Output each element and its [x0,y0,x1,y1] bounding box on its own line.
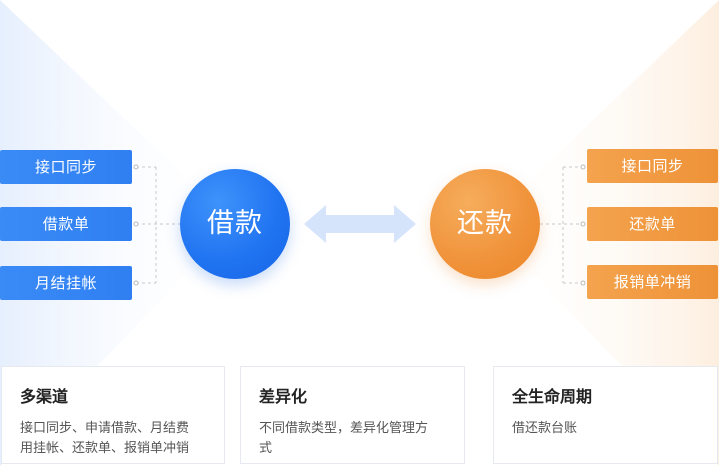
left-tag-interface-sync: 接口同步 [0,150,132,184]
right-tag-repayment-form: 还款单 [587,207,718,241]
left-connectors [136,166,180,284]
left-connector-dots [133,164,139,286]
card-title: 全生命周期 [512,387,593,406]
card-description: 借还款台账 [512,419,699,439]
card-full-lifecycle: 全生命周期 借还款台账 [493,366,718,464]
card-line: 接口同步、申请借款、月结费 [20,421,190,436]
repayment-hub: 还款 [430,169,540,279]
card-line: 不同借款类型，差异化管理方 [259,421,429,436]
right-tag-interface-sync: 接口同步 [587,149,718,183]
double-arrow-icon [304,205,416,243]
card-title: 差异化 [259,387,308,406]
card-title: 多渠道 [20,387,69,406]
card-line: 用挂帐、还款单、报销单冲销 [20,441,190,456]
left-tag-loan-form: 借款单 [0,207,132,241]
loan-hub: 借款 [180,169,290,279]
right-connector-dots [580,164,586,286]
card-line: 式 [259,441,273,456]
left-tag-monthly-account: 月结挂帐 [0,266,132,300]
card-description: 接口同步、申请借款、月结费 用挂帐、还款单、报销单冲销 [20,419,206,459]
right-tag-expense-offset: 报销单冲销 [587,265,718,299]
card-description: 不同借款类型，差异化管理方 式 [259,419,446,459]
card-differentiated: 差异化 不同借款类型，差异化管理方 式 [240,366,465,464]
right-connectors [540,166,583,284]
card-line: 借还款台账 [512,421,578,436]
card-multi-channel: 多渠道 接口同步、申请借款、月结费 用挂帐、还款单、报销单冲销 [1,366,225,464]
